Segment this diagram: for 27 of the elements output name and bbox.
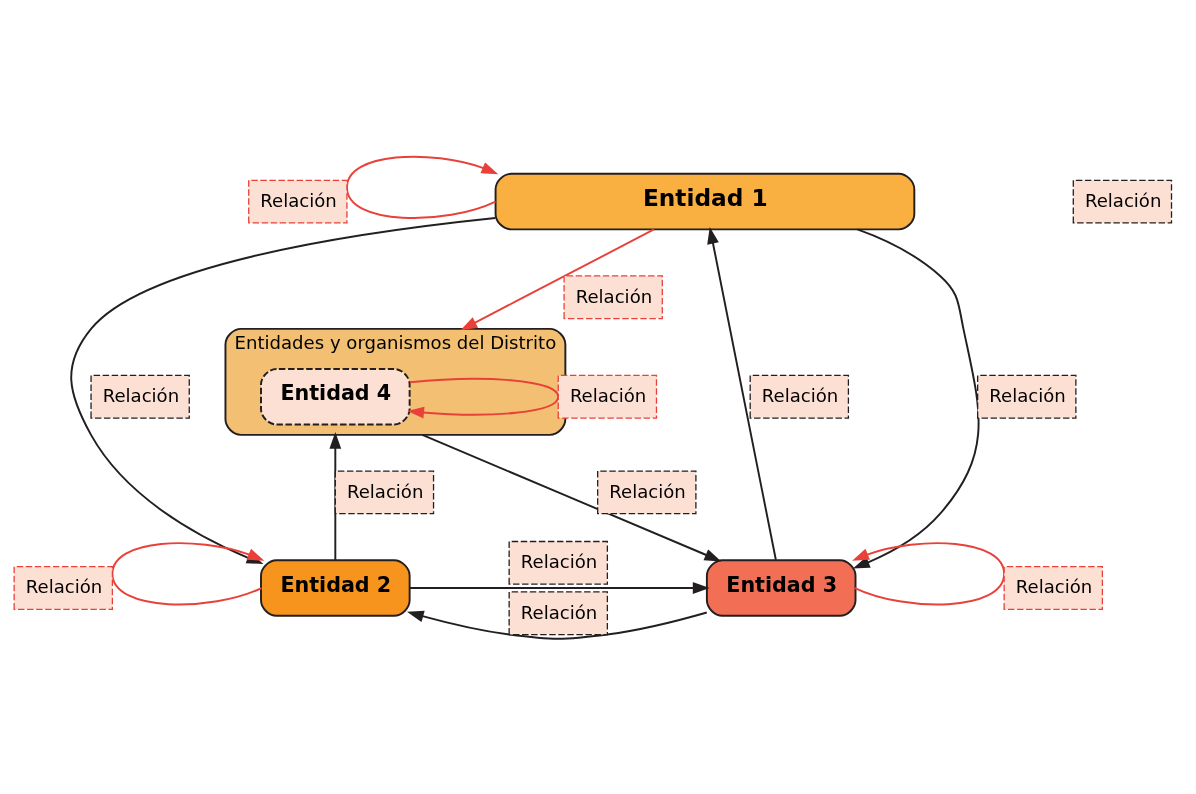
- edge-label: Relación: [609, 480, 686, 502]
- label: Relación: [1084, 189, 1162, 211]
- arrow: [407, 377, 560, 418]
- node-box: Entidad 3: [705, 558, 857, 617]
- arrow: [408, 581, 710, 594]
- node-box: Entidad 4: [260, 367, 411, 425]
- node-box: Entidad 2: [260, 558, 411, 617]
- arrow: [460, 228, 655, 330]
- edge-label: Relación: [520, 550, 598, 572]
- edge-label: Relación: [761, 384, 839, 406]
- edge-label: Relación: [25, 575, 103, 597]
- edge-label: Relación: [1015, 575, 1093, 597]
- arrow: [421, 433, 722, 561]
- edge-label: Relación: [569, 384, 647, 406]
- arrow: [329, 431, 342, 561]
- edge-label: Relación: [346, 480, 424, 502]
- edge-label: Relación: [102, 384, 180, 406]
- edge-label: Relación: [989, 384, 1066, 406]
- node-box: Entidad 1: [494, 172, 916, 230]
- arrow: [345, 155, 499, 219]
- arrow: [406, 610, 708, 640]
- arrow: [707, 226, 777, 561]
- edge-label: Relación: [260, 189, 337, 211]
- edge-label: Relación: [520, 601, 598, 623]
- edge-label: Relación: [575, 285, 653, 307]
- arrow: [852, 541, 1006, 605]
- arrow: [852, 227, 980, 568]
